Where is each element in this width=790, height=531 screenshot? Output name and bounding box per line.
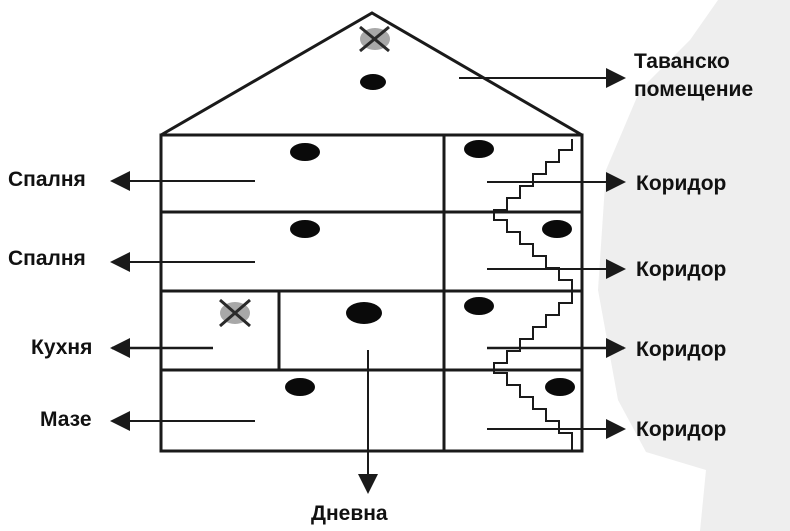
staircase-upper <box>493 139 573 290</box>
label-bedroom-top: Спалня <box>8 168 86 191</box>
cross-kitchen-icon <box>219 298 251 328</box>
detector-bedroom-second-icon <box>290 220 320 238</box>
detector-corridor-3-icon <box>464 297 494 315</box>
label-bedroom-second: Спалня <box>8 247 86 270</box>
detector-maze-icon <box>285 378 315 396</box>
detector-attic-icon <box>360 74 386 90</box>
house-body-outline <box>159 133 584 453</box>
label-maze: Мазе <box>40 408 92 431</box>
label-living: Дневна <box>311 502 388 525</box>
label-kitchen: Кухня <box>31 336 93 359</box>
cross-attic-icon <box>359 25 390 53</box>
roof-outline <box>160 11 583 137</box>
label-corridor-1: Коридор <box>636 172 727 195</box>
detector-living-icon <box>346 302 382 324</box>
label-corridor-3: Коридор <box>636 338 727 361</box>
detector-corridor-4-icon <box>545 378 575 396</box>
detector-corridor-1-icon <box>464 140 494 158</box>
staircase-lower <box>493 292 573 450</box>
label-attic-line1: Таванско <box>634 50 730 73</box>
grey-backdrop <box>598 0 790 531</box>
label-corridor-4: Коридор <box>636 418 727 441</box>
detector-bedroom-top-icon <box>290 143 320 161</box>
label-attic-line2: помещение <box>634 78 754 101</box>
label-attic: Таванско помещение <box>634 48 753 104</box>
label-corridor-2: Коридор <box>636 258 727 281</box>
detector-corridor-2-icon <box>542 220 572 238</box>
